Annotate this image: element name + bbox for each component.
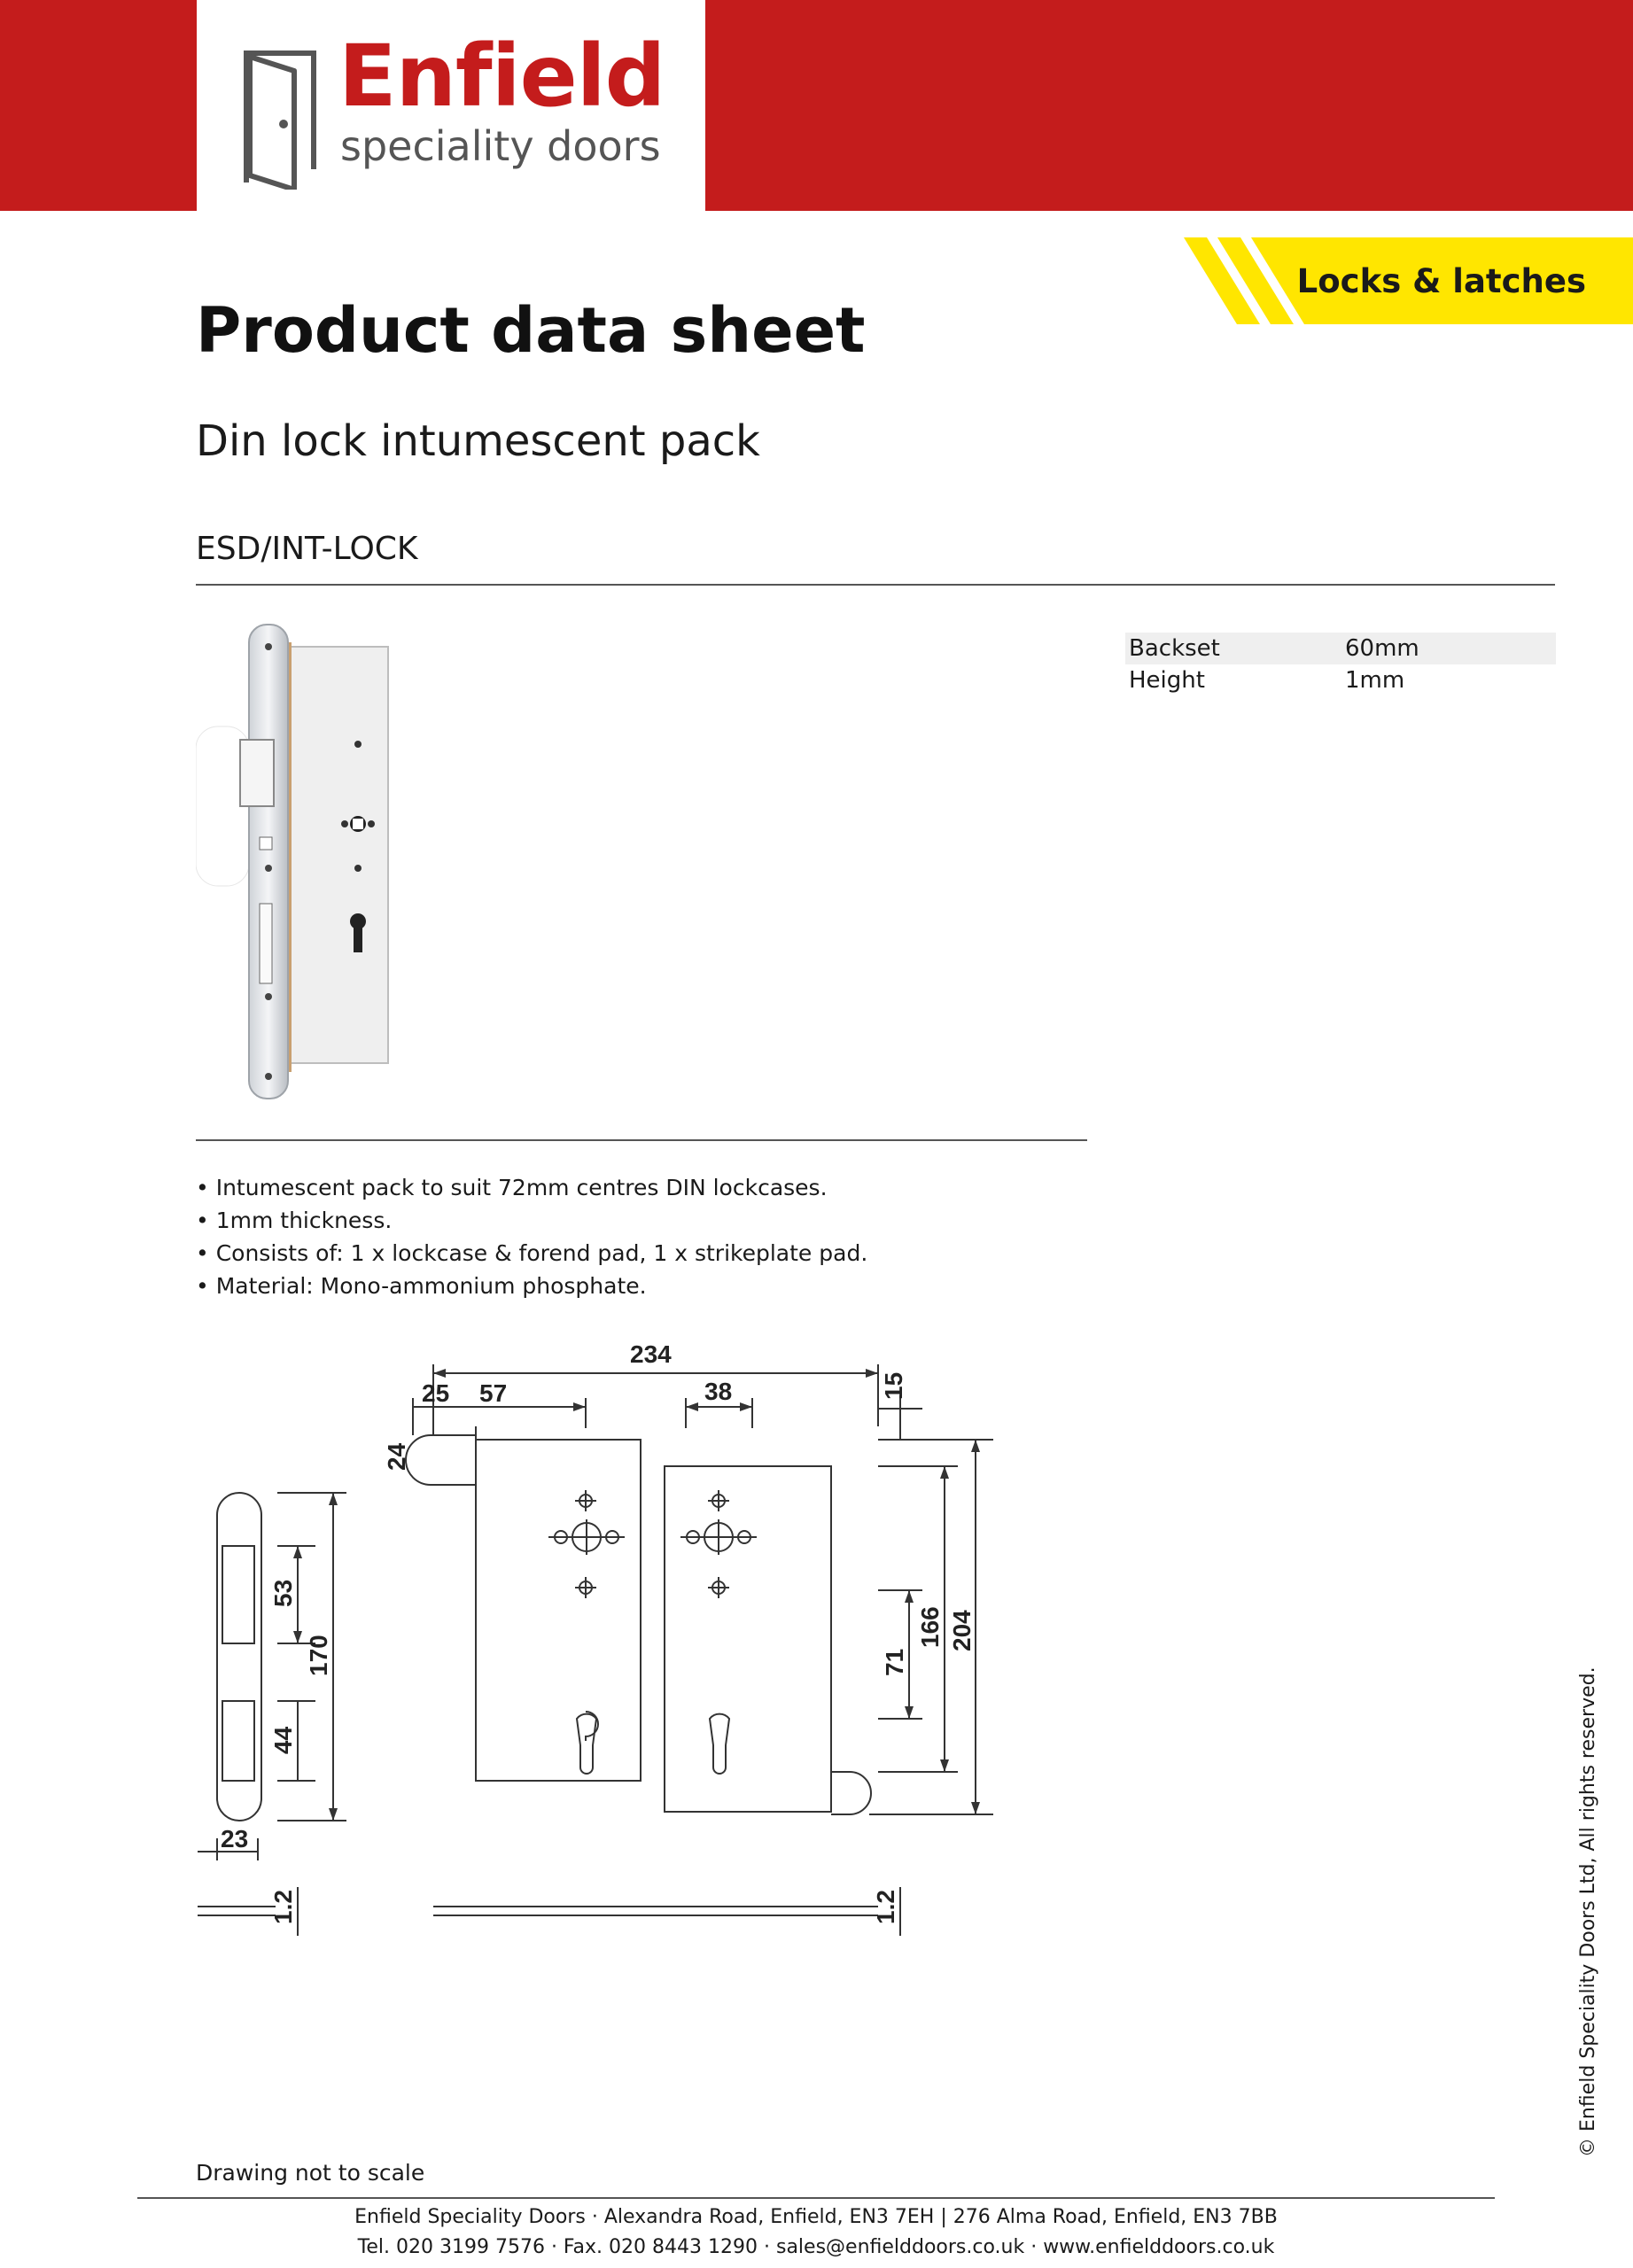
dim-label: 234 [630,1340,672,1368]
door-icon [244,50,316,190]
drawing-note: Drawing not to scale [196,2160,425,2186]
technical-drawing: 234 25 57 38 15 24 53 170 44 23 1.2 71 1… [198,1340,993,1936]
divider [196,584,1555,586]
dim-label: 71 [881,1649,908,1676]
divider [137,2197,1495,2199]
spec-key: Backset [1129,635,1220,662]
spec-row: Height 1mm [1125,664,1556,696]
dim-label: 24 [383,1442,410,1471]
footer-contact: Tel. 020 3199 7576 · Fax. 020 8443 1290 … [357,2236,1275,2258]
dim-label: 53 [269,1580,297,1607]
list-item: Intumescent pack to suit 72mm centres DI… [196,1171,867,1204]
list-item: Consists of: 1 x lockcase & forend pad, … [196,1237,868,1270]
dim-label: 170 [305,1635,332,1676]
dim-label: 25 [422,1379,449,1407]
dim-label: 38 [704,1378,732,1405]
category-label: Locks & latches [1296,262,1586,300]
brand-tagline: speciality doors [340,122,661,170]
product-name: Din lock intumescent pack [196,416,760,466]
divider [196,1139,1087,1141]
spec-key: Height [1129,667,1205,694]
category-tag [1184,237,1633,324]
brand-name: Enfield [338,27,665,126]
spec-value: 60mm [1345,635,1419,662]
spec-row: Backset 60mm [1125,633,1556,664]
dim-label: 15 [880,1372,907,1400]
dim-label: 166 [916,1606,944,1648]
dim-label: 1.2 [872,1890,899,1924]
logo: Enfield speciality doors [197,0,705,211]
copyright: © Enfield Speciality Doors Ltd, All righ… [1577,1666,1599,2157]
product-photo [196,624,389,1099]
spec-value: 1mm [1345,667,1405,694]
page-title: Product data sheet [196,294,866,367]
dim-label: 204 [948,1610,976,1651]
footer-address: Enfield Speciality Doors · Alexandra Roa… [354,2206,1278,2228]
dim-label: 44 [269,1726,297,1754]
dim-label: 57 [479,1379,507,1407]
list-item: 1mm thickness. [196,1204,867,1237]
product-code: ESD/INT-LOCK [196,531,418,567]
feature-list: Intumescent pack to suit 72mm centres DI… [196,1171,868,1302]
list-item: Material: Mono-ammonium phosphate. [196,1270,867,1302]
dim-label: 1.2 [269,1890,297,1924]
spec-table: Backset 60mm Height 1mm [1125,633,1556,696]
dim-label: 23 [221,1825,248,1852]
